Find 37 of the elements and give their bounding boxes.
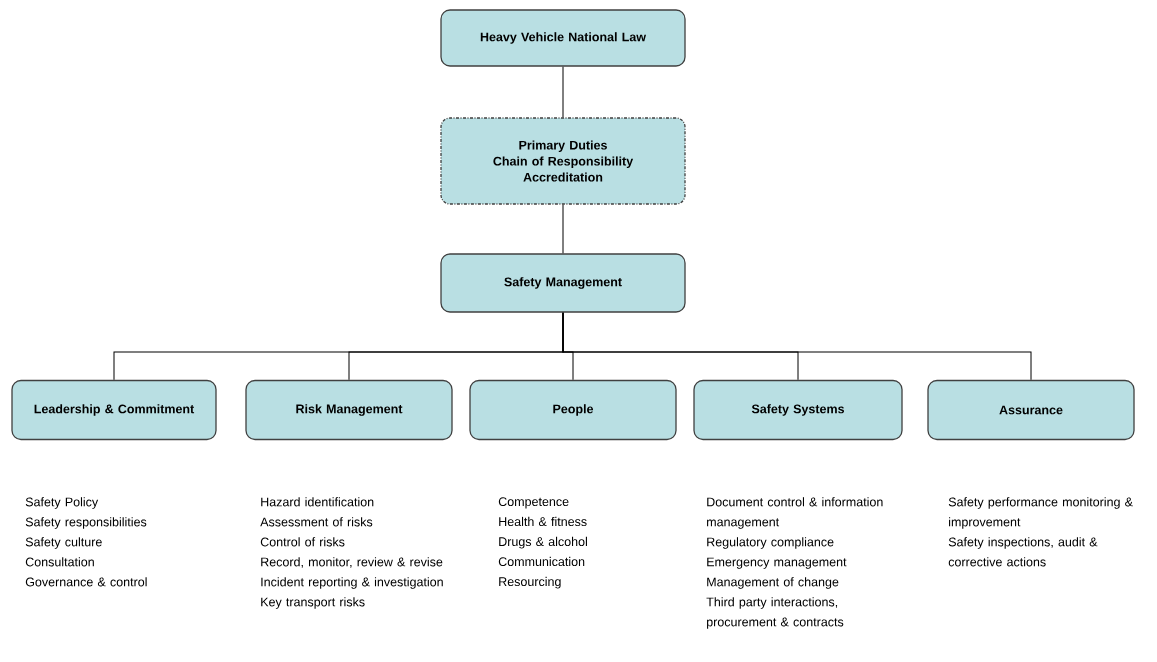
node-label: Third party interactions, procurement & contracts xyxy=(706,597,844,629)
node-label: Consultation xyxy=(25,557,94,567)
node-label: Drugs & alcohol xyxy=(499,536,587,549)
node-label: Emergency management xyxy=(707,557,847,569)
rounded-box: Leadership & Commitment xyxy=(11,379,217,441)
node-label: Incident reporting & investigation xyxy=(261,577,443,589)
node-label: Safety responsibilities xyxy=(25,517,147,529)
node-label: Document control & information management xyxy=(707,497,883,529)
node-label: Control of risks xyxy=(260,537,345,547)
node-label: Competence xyxy=(498,497,569,509)
rounded-box: Assurance xyxy=(927,379,1135,441)
rounded-box: Safety Systems xyxy=(693,379,903,441)
item-list: Safety Policy Safety responsibilities Safety culture Consultation Governance & control xyxy=(25,497,147,587)
dashed-box: Primary Duties Chain of Responsibility Accreditation xyxy=(440,117,686,205)
rounded-box: Safety Management xyxy=(440,253,686,313)
node-label: Key transport risks xyxy=(261,597,365,609)
item-list: Competence Health & fitness Drugs & alcohol Communication Resourcing xyxy=(498,497,587,589)
rounded-box: People xyxy=(469,379,677,441)
node-label: Safety culture xyxy=(25,537,102,549)
node-label: Health & fitness xyxy=(499,516,587,527)
item-list: Hazard identification Assessment of risks Control of risks Record, monitor, review & revise Incident reporting & investigation Key transport risks xyxy=(260,497,443,609)
node-label: Management of change xyxy=(707,577,839,589)
connector xyxy=(562,204,564,254)
connector xyxy=(562,66,564,118)
node-label: Hazard identification xyxy=(261,497,374,507)
node-label: Resourcing xyxy=(499,576,561,589)
connector xyxy=(562,312,1032,381)
node-label: Regulatory compliance xyxy=(707,537,834,549)
node-label: Assessment of risks xyxy=(260,517,373,527)
item-list: Safety performance monitoring & improvement Safety inspections, audit & corrective actions xyxy=(948,497,1133,567)
node-label: Governance & control xyxy=(25,577,147,587)
node-label: Communication xyxy=(498,556,585,567)
rounded-box: Heavy Vehicle National Law xyxy=(440,9,686,67)
rounded-box: Risk Management xyxy=(245,379,453,441)
item-list: Document control & information management Regulatory compliance Emergency management Management of change Third party interactions, procurement & contracts xyxy=(706,497,883,629)
node-label: Record, monitor, review & revise xyxy=(261,557,443,568)
node-label: Safety Policy xyxy=(25,497,99,509)
